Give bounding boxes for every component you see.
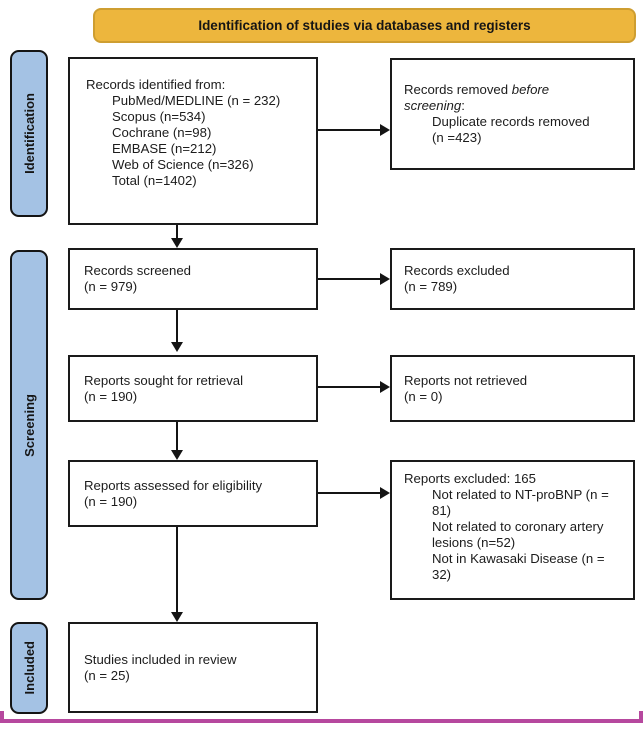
records-removed-heading-suffix: : (461, 98, 465, 113)
arrow-screened-to-excluded (318, 273, 390, 285)
stage-label-screening: Screening (10, 250, 48, 600)
box-records-excluded: Records excluded (n = 789) (390, 248, 635, 310)
arrow-identified-to-screened (171, 225, 183, 248)
arrow-shaft (176, 422, 178, 451)
arrow-shaft (176, 225, 178, 239)
arrow-shaft (318, 129, 381, 131)
arrow-sought-to-notretrieved (318, 381, 390, 393)
arrow-shaft (318, 492, 381, 494)
box-reports-sought: Reports sought for retrieval (n = 190) (68, 355, 318, 422)
stage-label-identification-text: Identification (21, 93, 37, 174)
reports-excluded-heading: Reports excluded: 165 (404, 471, 536, 486)
source-scopus: Scopus (n=534) (112, 109, 206, 124)
reports-not-retrieved-line1: Reports not retrieved (404, 373, 528, 388)
reason-not-ntprobnp: Not related to NT-proBNP (n = 81) (432, 487, 609, 518)
bottom-accent-cap-right (639, 711, 643, 723)
arrow-shaft (176, 310, 178, 343)
records-excluded-line1: Records excluded (404, 263, 510, 278)
arrow-right-icon (380, 381, 390, 393)
arrow-down-icon (171, 342, 183, 352)
records-screened-line1: Records screened (84, 263, 192, 278)
stage-label-identification: Identification (10, 50, 48, 217)
arrow-down-icon (171, 612, 183, 622)
studies-included-line1: Studies included in review (84, 651, 237, 667)
reports-assessed-line1: Reports assessed for eligibility (84, 478, 263, 493)
records-identified-heading: Records identified from: (86, 77, 226, 92)
arrow-assessed-to-reportsexcluded (318, 487, 390, 499)
box-reports-assessed: Reports assessed for eligibility (n = 19… (68, 460, 318, 527)
reports-assessed-line2: (n = 190) (84, 494, 138, 509)
source-embase: EMBASE (n=212) (112, 141, 217, 156)
studies-included-line2: (n = 25) (84, 667, 130, 683)
source-webofscience: Web of Science (n=326) (112, 157, 254, 172)
banner: Identification of studies via databases … (93, 8, 636, 43)
reports-sought-line1: Reports sought for retrieval (84, 373, 244, 388)
stage-label-included: Included (10, 622, 48, 714)
arrow-shaft (176, 527, 178, 613)
reports-sought-line2: (n = 190) (84, 389, 138, 404)
stage-label-screening-text: Screening (21, 393, 37, 457)
arrow-down-icon (171, 238, 183, 248)
box-studies-included: Studies included in review (n = 25) (68, 622, 318, 713)
arrow-shaft (318, 278, 381, 280)
arrow-shaft (318, 386, 381, 388)
arrow-sought-to-assessed (171, 422, 183, 460)
records-screened-line2: (n = 979) (84, 279, 138, 294)
banner-title: Identification of studies via databases … (198, 18, 531, 33)
arrow-down-icon (171, 450, 183, 460)
bottom-accent-cap-left (0, 711, 4, 723)
records-removed-heading-normal: Records removed (404, 82, 512, 97)
reports-not-retrieved-line2: (n = 0) (404, 389, 443, 404)
source-cochrane: Cochrane (n=98) (112, 125, 212, 140)
duplicate-records-removed: Duplicate records removed (n =423) (432, 114, 590, 145)
reason-not-kawasaki: Not in Kawasaki Disease (n = 32) (432, 551, 605, 582)
source-total: Total (n=1402) (112, 173, 197, 188)
records-removed-heading: Records removed before screening: (404, 82, 603, 114)
records-excluded-line2: (n = 789) (404, 279, 458, 294)
box-reports-excluded: Reports excluded: 165 Not related to NT-… (390, 460, 635, 600)
box-records-screened: Records screened (n = 979) (68, 248, 318, 310)
source-pubmed: PubMed/MEDLINE (n = 232) (112, 93, 281, 108)
arrow-screened-to-sought (171, 310, 183, 352)
bottom-accent-rule (0, 719, 643, 723)
arrow-right-icon (380, 124, 390, 136)
arrow-identified-to-removed (318, 124, 390, 136)
reason-not-coronary: Not related to coronary artery lesions (… (432, 519, 604, 550)
box-records-removed-before-screening: Records removed before screening: Duplic… (390, 58, 635, 170)
records-removed-heading-italic: before screening (404, 82, 550, 113)
arrow-right-icon (380, 487, 390, 499)
stage-label-included-text: Included (21, 641, 37, 695)
box-reports-not-retrieved: Reports not retrieved (n = 0) (390, 355, 635, 422)
arrow-assessed-to-included (171, 527, 183, 622)
arrow-right-icon (380, 273, 390, 285)
box-records-identified: Records identified from: PubMed/MEDLINE … (68, 57, 318, 225)
